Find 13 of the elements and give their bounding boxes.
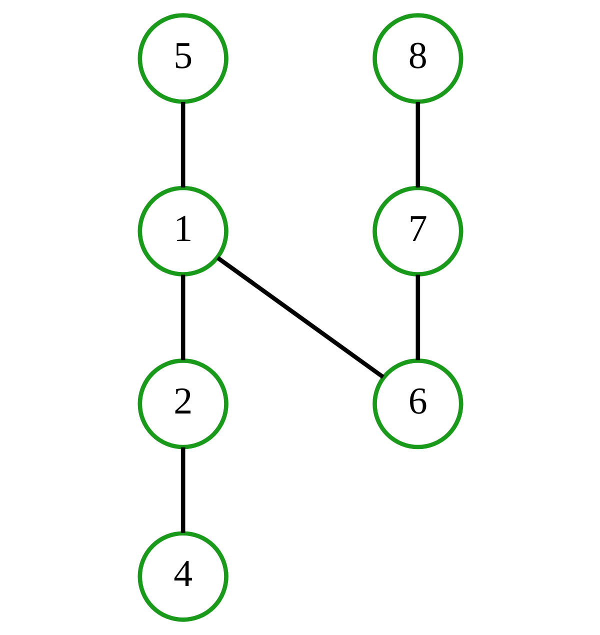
connector bbox=[415, 102, 420, 188]
connector bbox=[180, 447, 185, 533]
node-circle: 8 bbox=[372, 13, 463, 104]
connector bbox=[180, 274, 185, 360]
node-circle: 2 bbox=[137, 358, 228, 450]
node-circle: 6 bbox=[372, 358, 463, 450]
node-circle: 4 bbox=[137, 531, 228, 622]
node-circle: 7 bbox=[372, 186, 463, 276]
node-circle: 1 bbox=[137, 186, 228, 276]
connector bbox=[180, 102, 185, 188]
node-circle: 5 bbox=[137, 13, 228, 104]
connector bbox=[216, 256, 384, 379]
connector bbox=[415, 274, 420, 360]
